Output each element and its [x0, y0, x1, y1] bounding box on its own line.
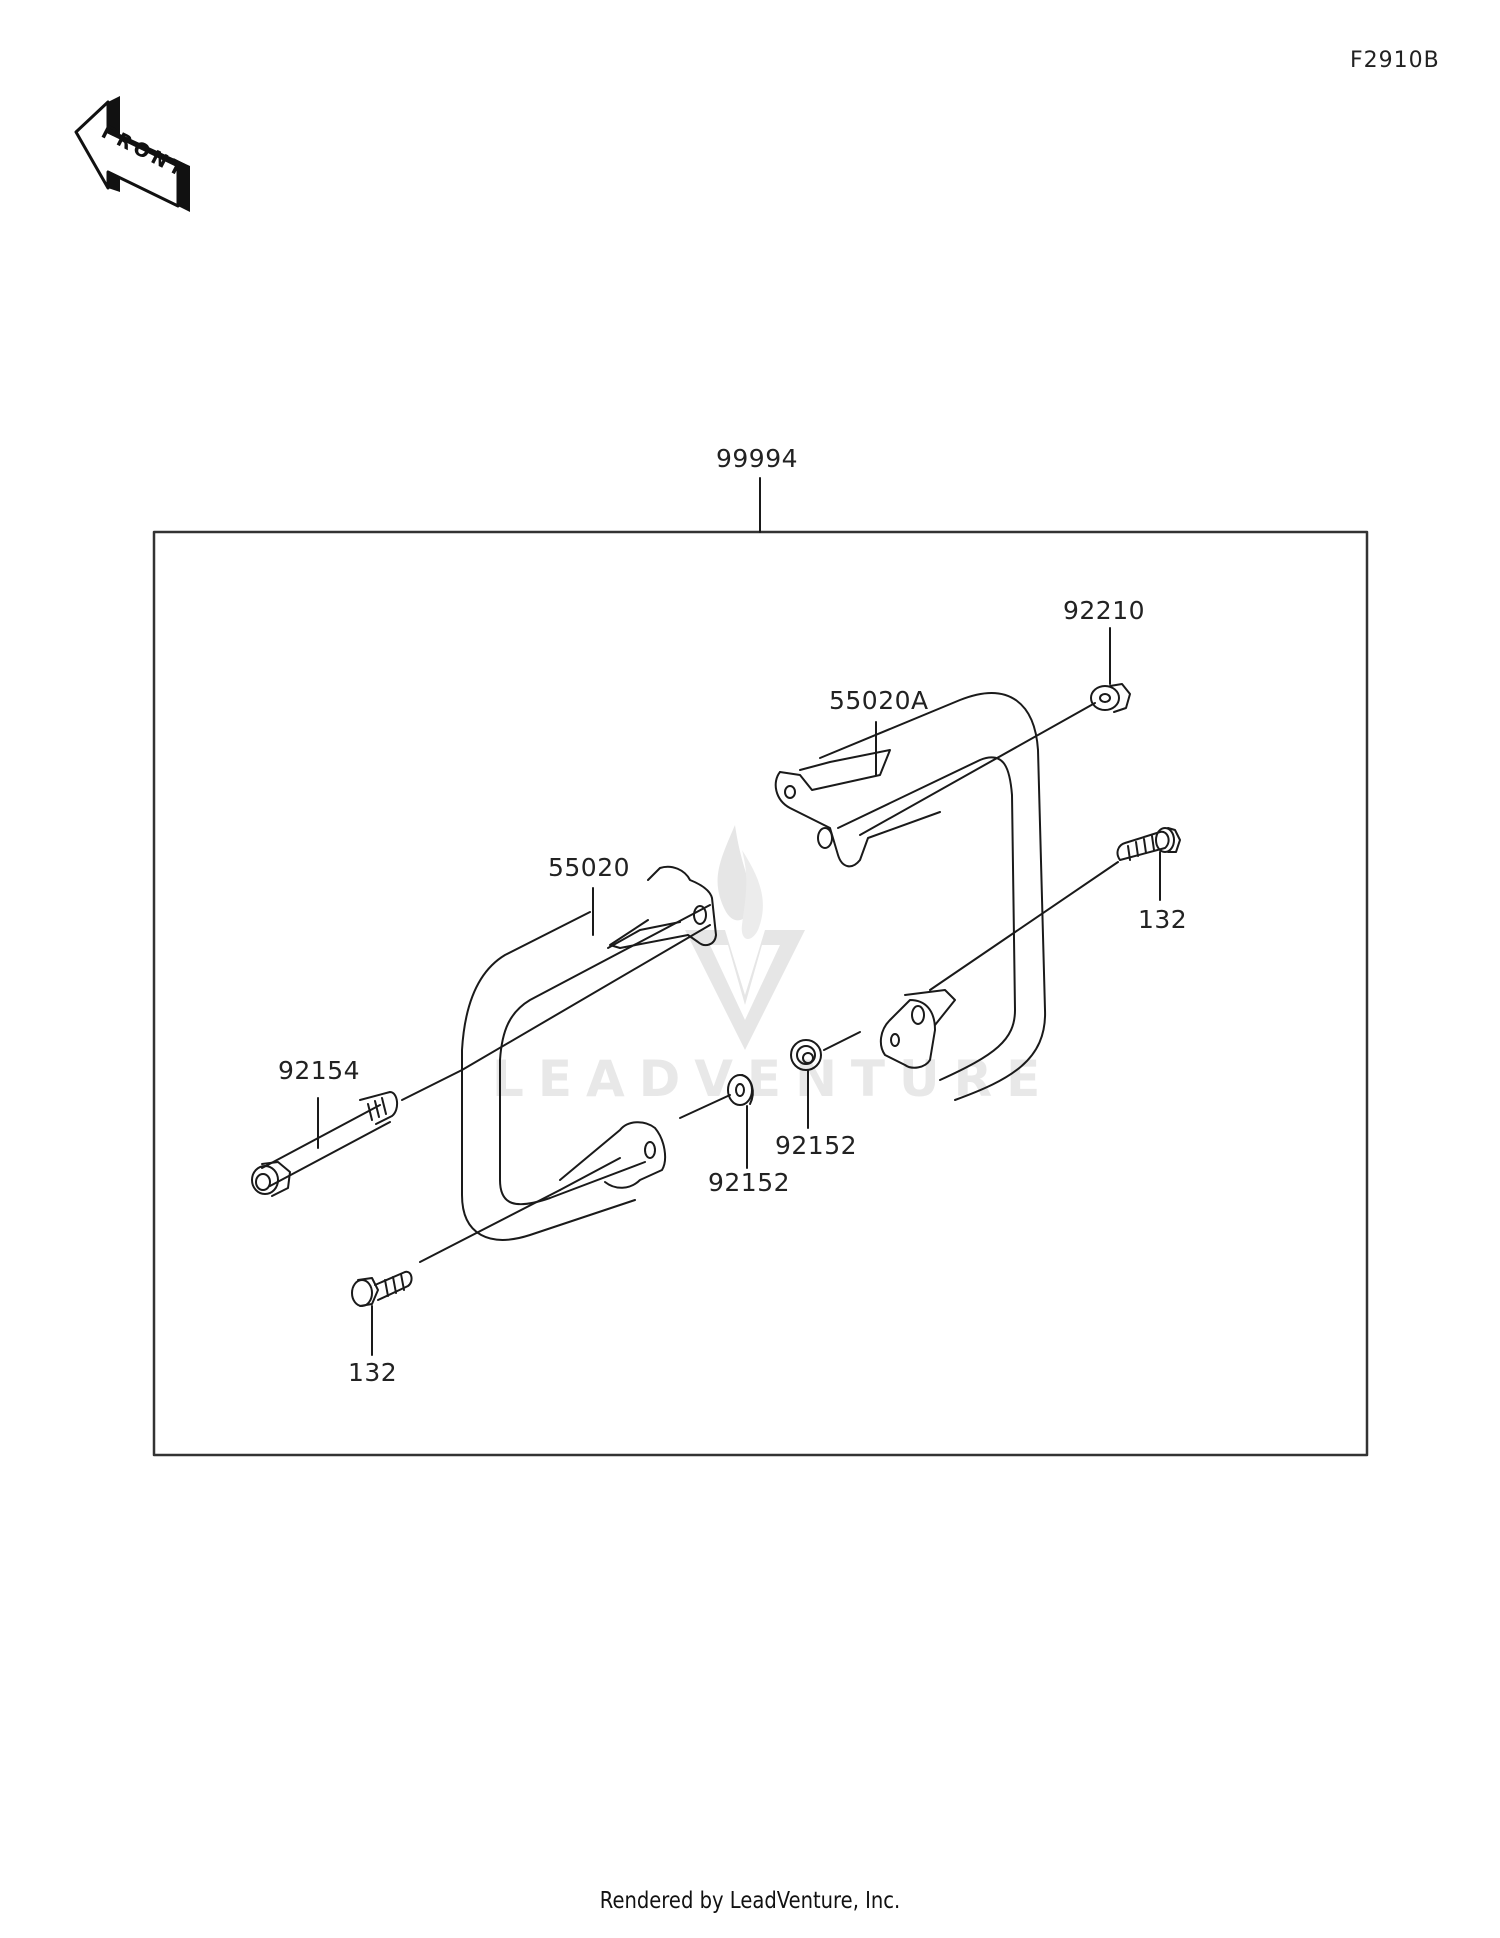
footer-credit: Rendered by LeadVenture, Inc.	[599, 1888, 901, 1914]
callout-55020[interactable]: 55020	[548, 853, 631, 882]
callout-92154[interactable]: 92154	[278, 1056, 361, 1085]
watermark-logo-icon	[680, 820, 810, 1060]
diagram-code: F2910B	[1350, 48, 1440, 73]
callout-99994[interactable]: 99994	[716, 444, 799, 473]
callout-55020A[interactable]: 55020A	[829, 686, 929, 715]
front-arrow-icon: FRONT	[72, 94, 197, 214]
watermark-text: LEADVENTURE	[492, 1050, 1055, 1108]
callout-92210[interactable]: 92210	[1063, 596, 1146, 625]
callout-132-right[interactable]: 132	[1138, 905, 1188, 934]
callout-132-left[interactable]: 132	[348, 1358, 398, 1387]
callout-92152-lower[interactable]: 92152	[708, 1168, 791, 1197]
callout-92152-upper[interactable]: 92152	[775, 1131, 858, 1160]
